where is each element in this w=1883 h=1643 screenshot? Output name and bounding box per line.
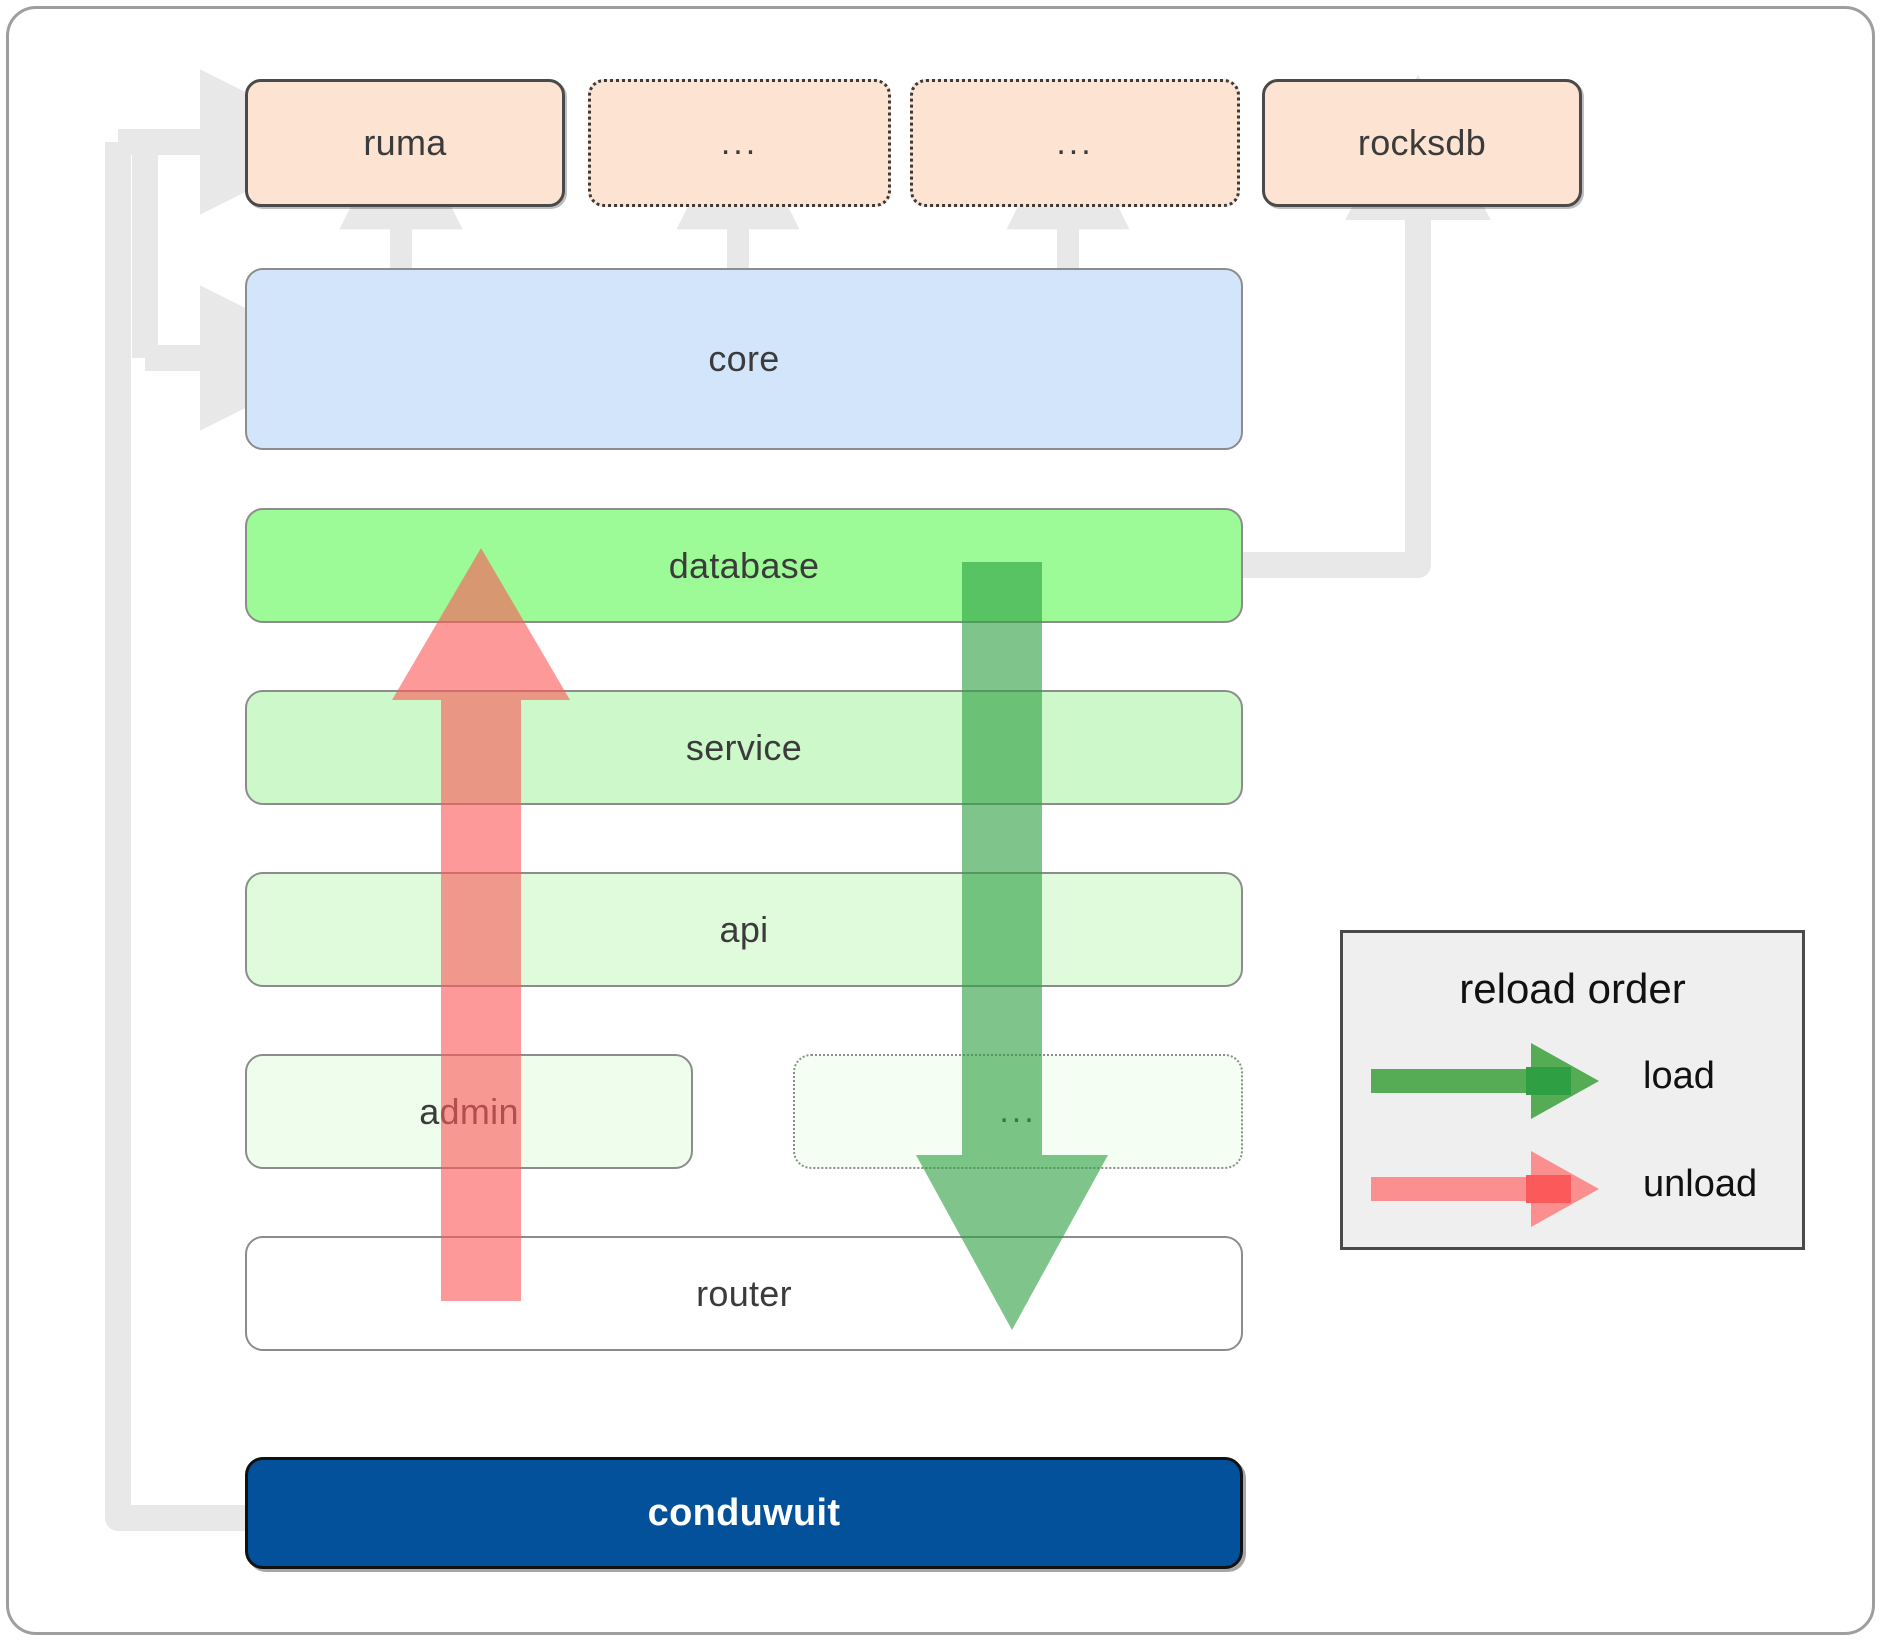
node-router[interactable]: router [245, 1236, 1243, 1351]
node-conduwuit-label: conduwuit [647, 1491, 841, 1534]
legend-arrow-load [1371, 1043, 1599, 1119]
connector-database-to-rocksdb [1243, 74, 1491, 578]
node-service[interactable]: service [245, 690, 1243, 805]
legend-label-unload: unload [1643, 1163, 1758, 1205]
unload-arrow [392, 548, 570, 1301]
node-conduwuit[interactable]: conduwuit [245, 1457, 1243, 1569]
legend-label-load: load [1643, 1055, 1715, 1097]
legend-title: reload order [1459, 965, 1686, 1012]
connector-conduwuit-to-deps [105, 69, 346, 1531]
legend-panel: reload order load unload [1340, 930, 1805, 1250]
connector-core-to-deps [339, 106, 1130, 268]
node-core[interactable]: core [245, 268, 1243, 450]
legend-arrow-unload [1371, 1151, 1599, 1227]
node-ruma[interactable]: ruma [245, 79, 565, 207]
node-dep-placeholder-2[interactable]: ... [910, 79, 1240, 207]
load-arrow [916, 562, 1108, 1330]
node-database[interactable]: database [245, 508, 1243, 623]
